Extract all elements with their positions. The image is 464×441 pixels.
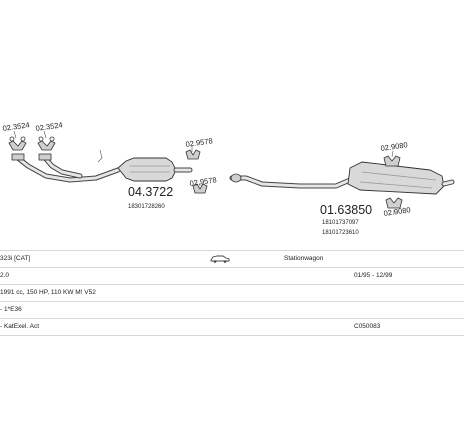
- info-row: - KatExel. Act C050083: [0, 318, 464, 336]
- clamp-part-mid-upper[interactable]: [185, 149, 201, 160]
- engine-spec: 1991 cc, 150 HP, 110 KW M! V52: [0, 289, 96, 296]
- vehicle-info-table: 323i [CAT] Stationwagon 2.0 01/95 - 12/9…: [0, 250, 464, 336]
- info-row: 323i [CAT] Stationwagon: [0, 250, 464, 267]
- front-pipe[interactable]: [11, 153, 121, 183]
- hanger-hook-icon: [97, 149, 103, 163]
- engine-size: 2.0: [0, 272, 10, 279]
- vehicle-model: 323i [CAT]: [0, 255, 31, 262]
- part-code-label: 02.3524: [35, 120, 63, 133]
- exhaust-system-diagram: 02.3524 02.3524 04.3722 18301728260 02.9…: [2, 120, 455, 236]
- clamp-part-left-1[interactable]: [8, 136, 27, 151]
- part-code-label: 02.9578: [189, 175, 217, 188]
- clamp-part-rear-upper[interactable]: [383, 155, 401, 167]
- center-pipe[interactable]: [229, 173, 353, 189]
- part-code-label: 01.63850: [320, 203, 372, 217]
- info-row: 2.0 01/95 - 12/99: [0, 267, 464, 284]
- remark: - KatExel. Act: [0, 323, 40, 330]
- body-type: Stationwagon: [284, 255, 324, 262]
- clamp-part-rear-lower[interactable]: [385, 197, 403, 209]
- catalytic-converter[interactable]: [117, 157, 193, 182]
- part-code-label: 02.9080: [380, 140, 408, 153]
- oem-number-label: 18101737097: [322, 220, 359, 226]
- reference-code: C050083: [354, 323, 381, 330]
- rear-muffler[interactable]: [347, 161, 455, 195]
- part-code-label: 04.3722: [128, 185, 173, 199]
- oem-number-label: 18301728260: [128, 204, 165, 210]
- part-code-label: 02.9578: [185, 136, 213, 149]
- clamp-part-mid-lower[interactable]: [192, 183, 208, 194]
- part-code-label: 02.3524: [2, 120, 30, 133]
- info-row: - 1*E36: [0, 301, 464, 318]
- car-icon: [210, 254, 230, 267]
- part-code-label: 02.9080: [383, 205, 411, 218]
- clamp-part-left-2[interactable]: [37, 136, 56, 151]
- oem-number-label: 18101723610: [322, 230, 359, 236]
- info-row: 1991 cc, 150 HP, 110 KW M! V52: [0, 284, 464, 301]
- production-years: 01/95 - 12/99: [354, 272, 393, 279]
- chassis-code: - 1*E36: [0, 306, 22, 313]
